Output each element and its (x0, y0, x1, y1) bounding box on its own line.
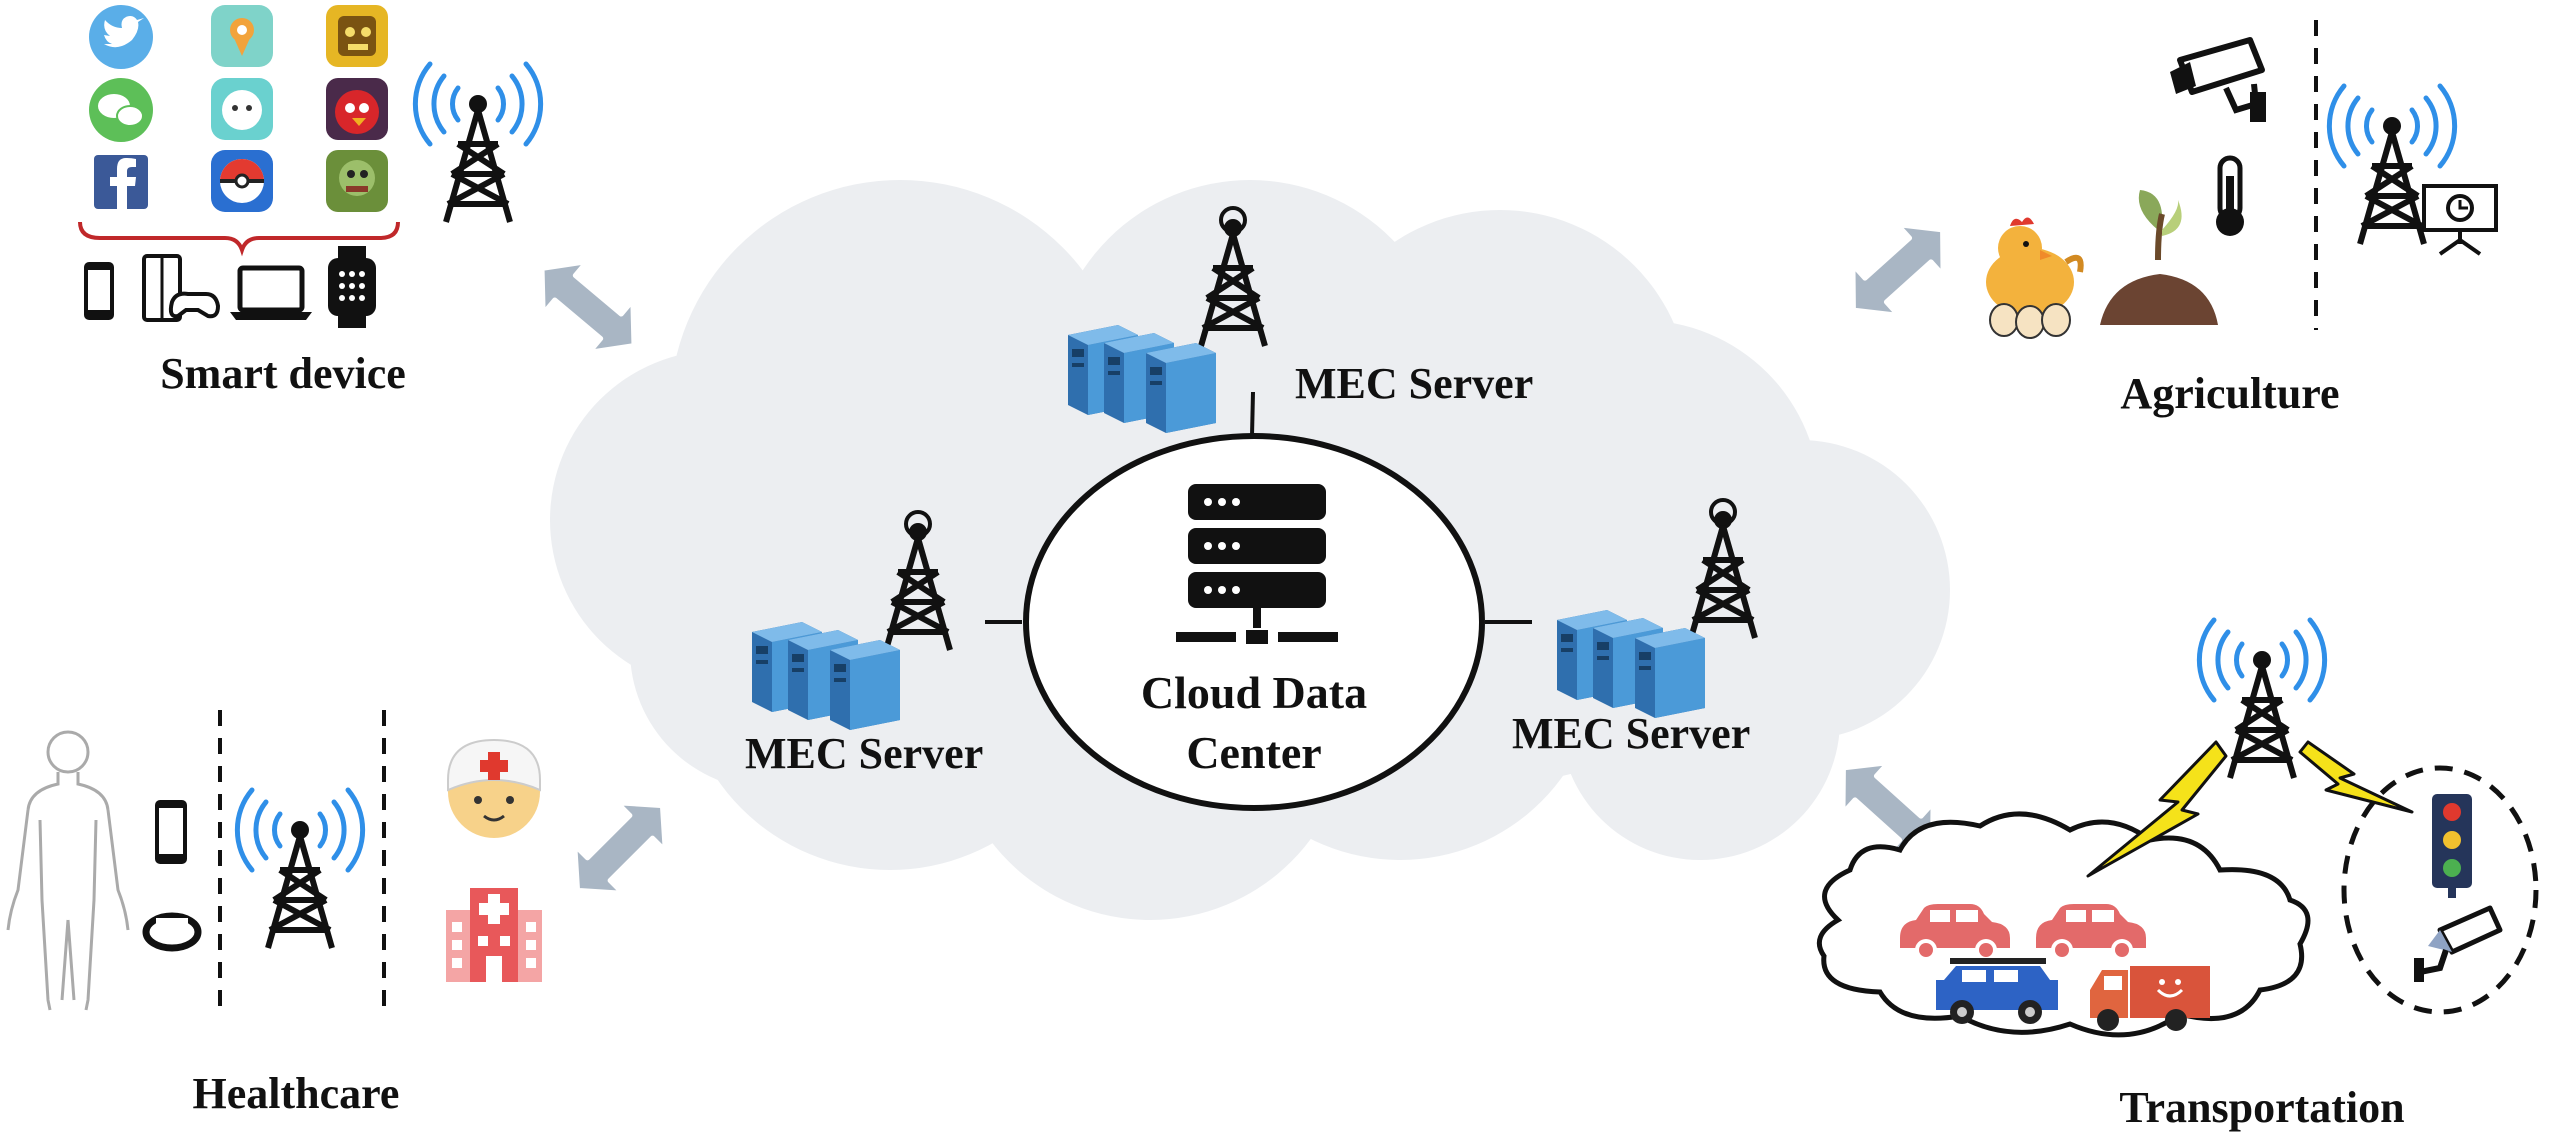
mec-server-right-label: MEC Server (1512, 709, 1750, 758)
arrow-smart-device (520, 242, 656, 371)
fitness-band-icon (142, 912, 202, 952)
chicken-icon (1986, 217, 2084, 339)
agriculture-label: Agriculture (2120, 369, 2339, 418)
hospital-icon (446, 888, 542, 982)
mec-server-left-label: MEC Server (745, 729, 983, 778)
roadside-units (2341, 765, 2539, 1015)
arrow-agriculture (1831, 205, 1966, 336)
app-icons-grid (89, 5, 388, 212)
nurse-icon (447, 738, 541, 838)
angry-birds-icon (326, 78, 388, 140)
human-body-outline (6, 730, 130, 1011)
game-console-icon (142, 254, 221, 322)
lightning-left (2086, 740, 2228, 878)
health-phone-icon (155, 800, 187, 864)
device-brace (78, 221, 400, 257)
healthcare-label: Healthcare (193, 1069, 400, 1118)
facebook-icon (94, 155, 148, 209)
ghost-app-icon (211, 78, 273, 140)
laptop-icon (230, 265, 312, 320)
smartphone-icon (84, 262, 114, 320)
plants-zombies-icon (326, 150, 388, 212)
cloud-data-center-label-2: Center (1186, 727, 1321, 778)
plant-sprout-icon (2100, 190, 2218, 325)
pokeball-icon (211, 150, 273, 212)
map-app-icon (211, 5, 273, 67)
datacenter-server-icon (1176, 484, 1338, 644)
wechat-icon (89, 78, 153, 142)
presentation-screen-icon (2422, 184, 2498, 256)
healthcare-tower (237, 790, 362, 948)
thermometer-icon (2216, 155, 2244, 236)
road-camera-icon (2414, 905, 2503, 982)
red-truck-icon (2090, 966, 2210, 1031)
mec-server-top-label: MEC Server (1295, 359, 1533, 408)
arrow-healthcare (554, 782, 687, 915)
blue-jeep-icon (1936, 958, 2058, 1024)
smart-device-label: Smart device (160, 349, 406, 398)
smartwatch-icon (328, 246, 376, 328)
smart-device-tower (415, 64, 540, 222)
lightning-right (2298, 740, 2414, 814)
temple-run-icon (326, 5, 388, 67)
twitter-icon (89, 5, 153, 69)
traffic-light-icon (2432, 794, 2472, 898)
security-camera-icon (2170, 37, 2266, 122)
cloud-data-center-label: Cloud Data (1141, 667, 1367, 718)
transportation-label: Transportation (2119, 1083, 2404, 1132)
